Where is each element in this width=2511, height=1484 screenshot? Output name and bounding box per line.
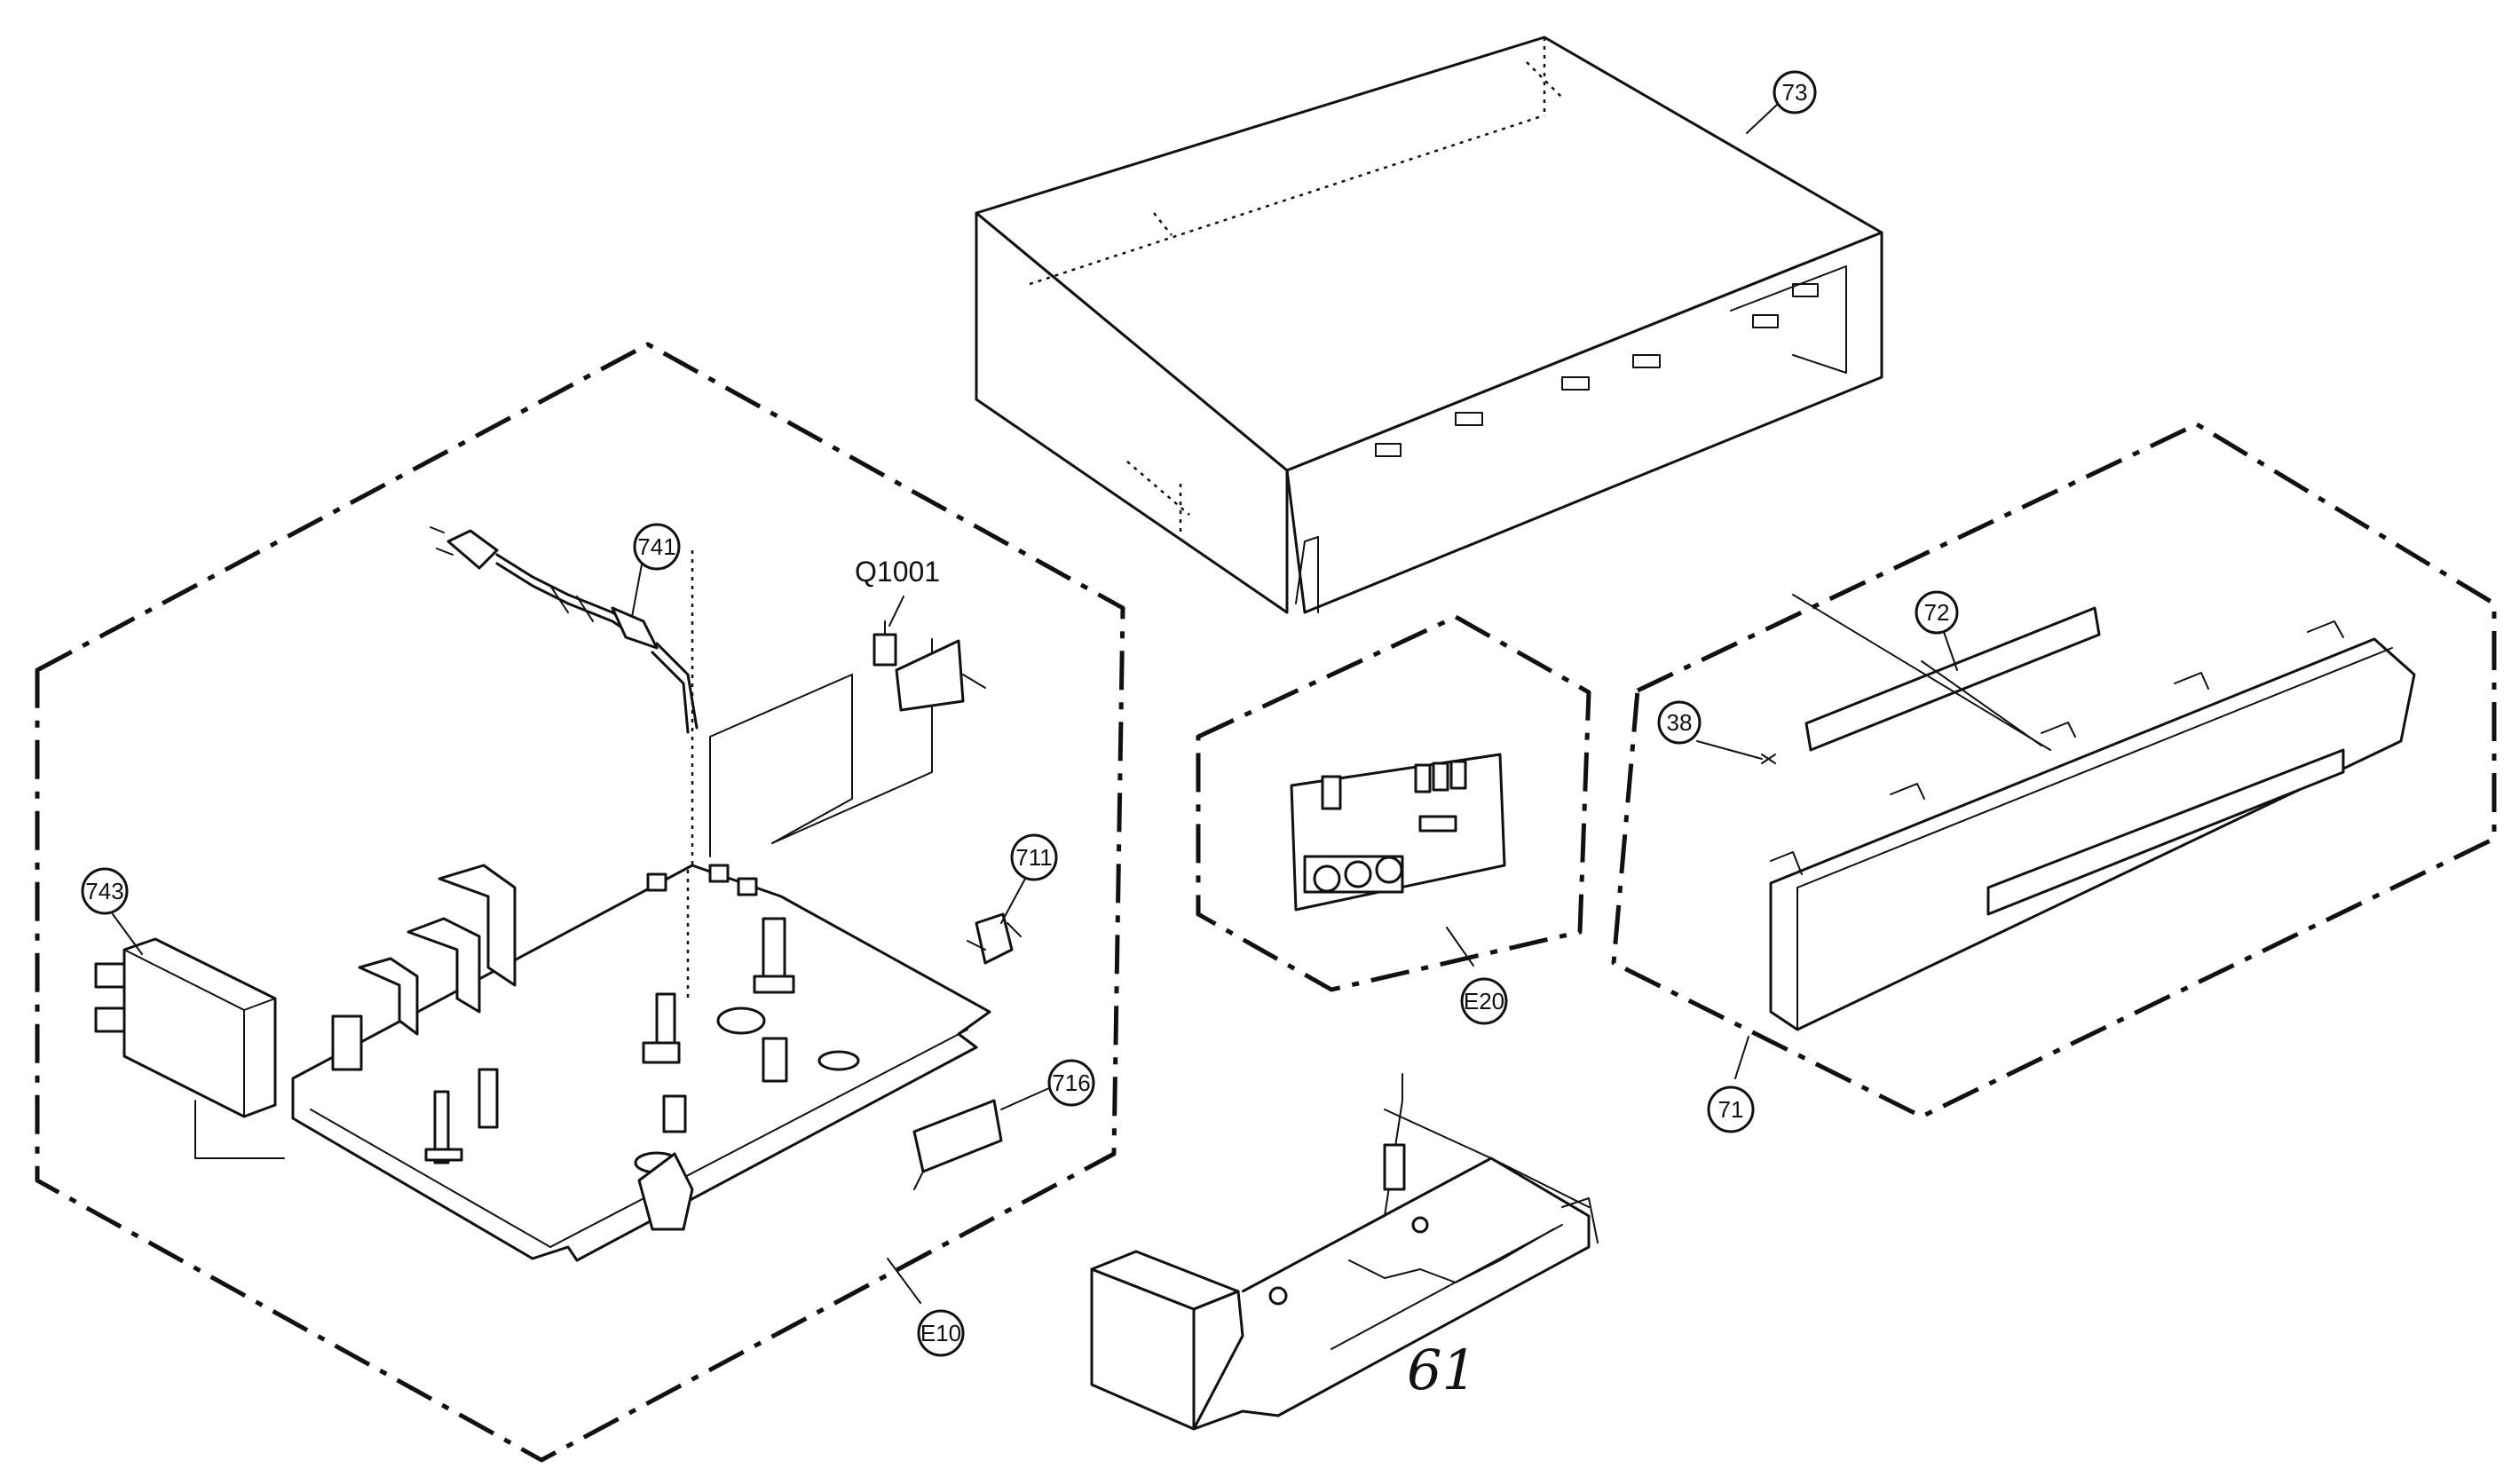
- e20-boundary: [1196, 614, 1591, 992]
- callout-711: 711: [1010, 833, 1058, 881]
- bracket-716: [912, 1099, 1003, 1190]
- rf-module: [94, 937, 285, 1159]
- callout-743: 743: [81, 867, 129, 915]
- label-61-handwritten: 61: [1407, 1338, 1477, 1402]
- callout-72: 72: [1915, 590, 1959, 635]
- callout-716-text: 716: [1052, 1070, 1090, 1096]
- callout-73-text: 73: [1782, 79, 1808, 106]
- e10-boundary: [35, 342, 1125, 1463]
- power-cord: [430, 526, 699, 734]
- callout-72-text: 72: [1924, 599, 1950, 626]
- callout-e20: E20: [1460, 977, 1508, 1025]
- callout-38-text: 38: [1667, 709, 1693, 736]
- bracket-711: [967, 912, 1022, 965]
- callout-38: 38: [1657, 700, 1702, 745]
- callout-71-text: 71: [1718, 1096, 1744, 1123]
- front-panel-boundary: [1611, 422, 2497, 1119]
- callout-743-text: 743: [85, 878, 123, 904]
- callout-741: 741: [633, 523, 681, 571]
- label-q1001: Q1001: [855, 556, 940, 588]
- callout-73: 73: [1773, 70, 1817, 114]
- callout-741-text: 741: [637, 533, 675, 560]
- q1001-bracket: [873, 620, 986, 712]
- callout-71: 71: [1707, 1085, 1755, 1133]
- callout-e20-text: E20: [1464, 988, 1504, 1014]
- front-panel: [1761, 594, 2416, 1031]
- top-cover: [975, 36, 1883, 614]
- callout-e10-text: E10: [920, 1320, 961, 1346]
- callout-716: 716: [1047, 1059, 1095, 1107]
- input-board: [1290, 753, 1506, 912]
- leader-lines: [112, 104, 1958, 1304]
- callout-e10: E10: [917, 1309, 965, 1357]
- callout-711-text: 711: [1015, 844, 1052, 871]
- cassette-mechanism: [1090, 1073, 1599, 1431]
